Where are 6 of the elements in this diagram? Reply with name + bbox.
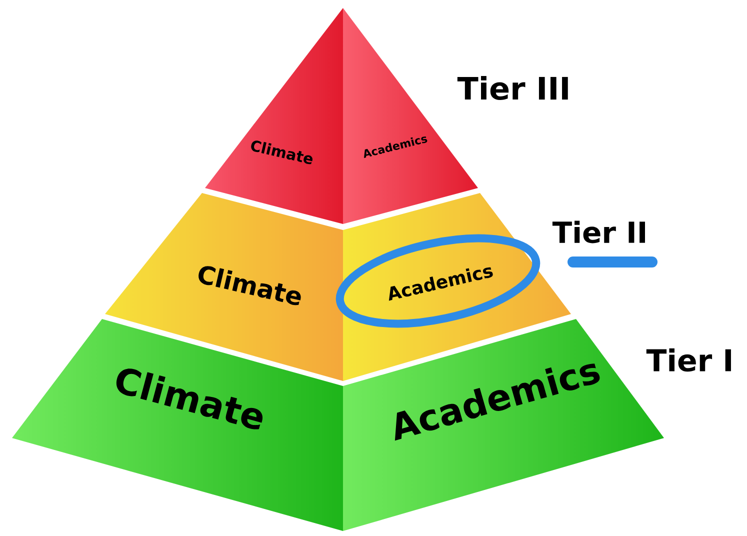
- pyramid-face: Climate: [198, 266, 301, 306]
- tier-label: Tier I: [646, 348, 731, 372]
- tier-label: Tier III: [457, 76, 568, 100]
- pyramid-face: Climate: [251, 140, 312, 164]
- pyramid-face: Climate: [116, 368, 263, 430]
- tier-label: Tier II: [552, 220, 645, 244]
